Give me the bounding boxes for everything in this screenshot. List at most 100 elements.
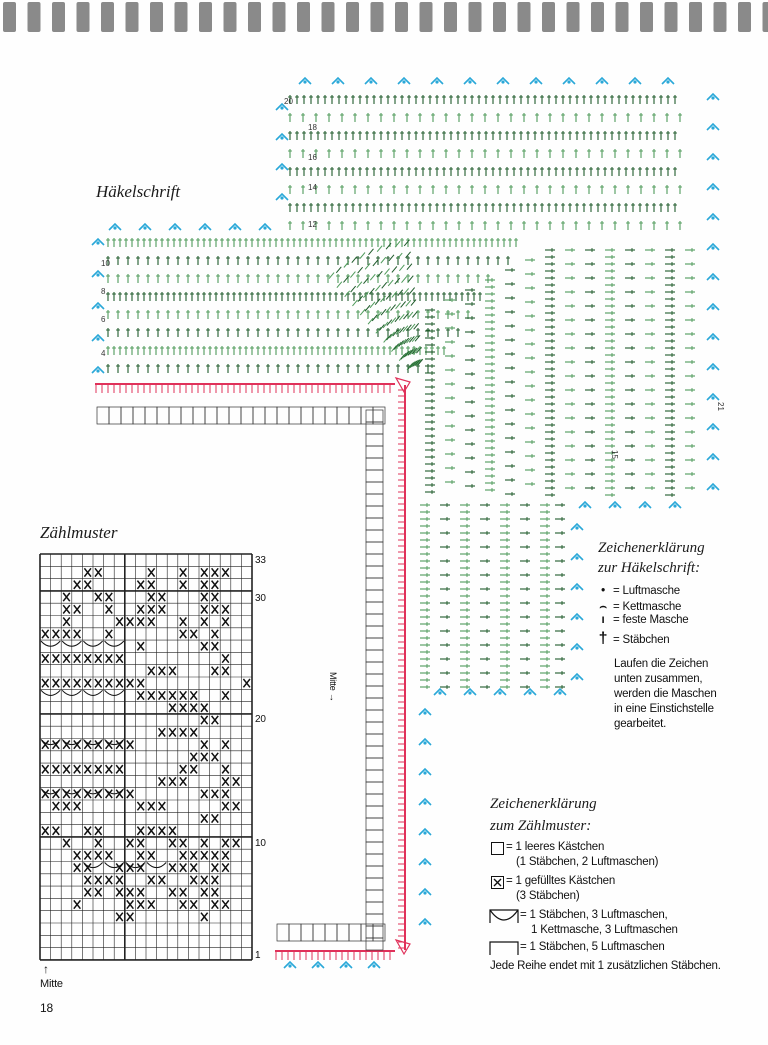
binding-ring [615, 2, 629, 32]
stitch-diagonal [393, 343, 400, 351]
binding-ring [517, 2, 531, 32]
picot [608, 500, 622, 509]
x-cell [211, 641, 219, 651]
x-cell [221, 690, 230, 701]
stitch-diagonal [336, 281, 343, 288]
picot [138, 222, 152, 231]
x-cell [147, 604, 156, 614]
stitch-diagonal [380, 256, 387, 264]
x-cell [158, 801, 166, 811]
x-cell [115, 678, 124, 688]
legend-zaehl-title-2: zum Zählmuster: [490, 818, 592, 834]
x-cell [105, 604, 113, 614]
chain-cell [372, 923, 386, 942]
stitch-diagonal [406, 336, 412, 344]
row-number-top: 12 [308, 220, 317, 229]
lacet-marks [40, 640, 167, 869]
picot [638, 500, 652, 509]
picot [570, 612, 584, 621]
picot [523, 687, 537, 696]
feste-masche-symbol: ı [601, 614, 605, 626]
lacet-arc [83, 788, 103, 795]
x-cell [73, 850, 81, 860]
x-cell [211, 789, 219, 799]
x-cell [73, 604, 81, 614]
x-cell [200, 592, 209, 602]
lacet-arc [40, 640, 61, 647]
x-cell [179, 850, 187, 860]
lacet-arc [40, 689, 61, 696]
picot [367, 960, 381, 969]
picot-dot [643, 504, 647, 508]
picot-dot [575, 556, 579, 560]
picot-dot [280, 196, 284, 200]
picot-dot [336, 80, 340, 84]
binding-ring [199, 2, 212, 32]
picot-dot [423, 801, 427, 805]
x-cell [126, 617, 134, 627]
x-cell [115, 875, 124, 885]
stitch-diagonal [380, 295, 386, 303]
stitch-diagonal [375, 326, 382, 334]
x-cell [211, 580, 219, 590]
lacet-arc [40, 788, 61, 795]
x-cell [189, 863, 198, 873]
x-cell [221, 567, 230, 578]
stitch-diagonal [363, 277, 369, 285]
picot-dot [534, 80, 538, 84]
picot-dot [575, 616, 579, 620]
binding-ring [762, 2, 768, 32]
x-cell [83, 653, 92, 664]
x-cell [136, 678, 145, 688]
x-cell [94, 826, 103, 836]
picot [91, 301, 105, 310]
x-cell [115, 912, 124, 922]
stitch-diagonal [376, 245, 383, 253]
x-cell [126, 887, 134, 897]
binding-ring [640, 2, 653, 32]
picot-dot [203, 226, 207, 230]
row-number-left: 6 [101, 315, 106, 324]
picot [706, 422, 720, 431]
picot [418, 827, 432, 836]
picot-dot [96, 241, 100, 245]
x-cell [147, 666, 156, 676]
stitch-diagonal [391, 266, 398, 273]
stitch-diagonal [368, 248, 374, 256]
stitch-diagonal [405, 349, 412, 357]
x-cell [168, 776, 177, 787]
x-cell [221, 801, 230, 811]
stitch-diagonal [397, 289, 404, 297]
lacet-arc [83, 689, 103, 696]
haekelschrift-title: Häkelschrift [96, 182, 181, 201]
binding-ring [713, 2, 727, 32]
picot-dot [280, 136, 284, 140]
x-cell [221, 899, 230, 910]
x-cell [179, 899, 187, 910]
legend-gefuelltes-kaestchen: = 1 gefülltes Kästchen [506, 875, 616, 887]
picot-dot [369, 80, 373, 84]
x-cell [221, 740, 230, 750]
x-cell [168, 727, 177, 737]
lacet-arc [104, 689, 125, 696]
x-cell [221, 604, 230, 614]
x-cell [62, 592, 71, 602]
x-cell [200, 789, 209, 799]
x-cell [136, 641, 145, 651]
picot-dot [711, 246, 715, 250]
x-cell [179, 863, 187, 873]
binding-ring [395, 2, 408, 32]
x-cell [221, 776, 230, 787]
picot-dot [263, 226, 267, 230]
picot [706, 182, 720, 191]
x-cell [126, 789, 134, 799]
stitch-diagonal [382, 321, 389, 329]
picot [298, 76, 312, 85]
luftmasche-symbol: • [601, 585, 605, 597]
lacet-arc [61, 640, 82, 647]
x-cell [73, 764, 81, 774]
stitch-diagonal [391, 345, 397, 352]
x-cell [168, 703, 177, 713]
